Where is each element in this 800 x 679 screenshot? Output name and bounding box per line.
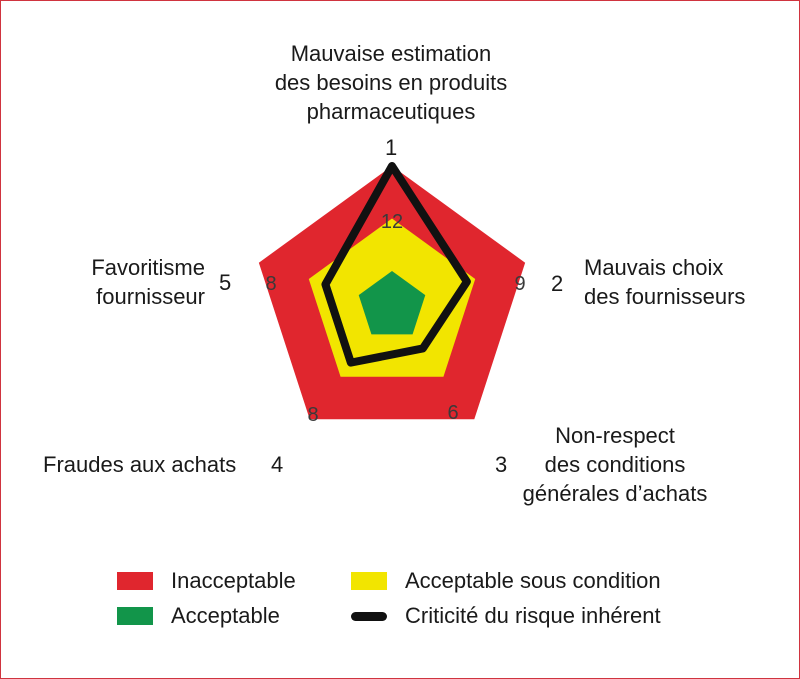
- axis-4-number: 4: [271, 452, 284, 477]
- axis-5-label-line: Favoritisme: [91, 255, 205, 280]
- axis-1-label: Mauvaise estimation des besoins en produ…: [275, 39, 507, 126]
- axis-3-label: Non-respect des conditions générales d’a…: [523, 421, 708, 508]
- axis-5-label-line: fournisseur: [96, 284, 205, 309]
- axis-2-label-line: des fournisseurs: [584, 284, 746, 309]
- axis-2-label-line: Mauvais choix: [584, 255, 724, 280]
- axis-4-label: Fraudes aux achats: [43, 450, 236, 479]
- axis-2-number: 2: [551, 271, 564, 296]
- data-label-2: 9: [514, 273, 525, 295]
- axis-1-label-line: pharmaceutiques: [306, 99, 476, 124]
- axis-5-number: 5: [219, 270, 232, 295]
- axis-4-label-line: Fraudes aux achats: [43, 452, 237, 477]
- axis-2-label: Mauvais choix des fournisseurs: [584, 253, 745, 311]
- axis-1-label-line: des besoins en produits: [274, 70, 508, 95]
- axis-1-label-line: Mauvaise estimation: [290, 41, 492, 66]
- zone-2-polygon: [358, 271, 426, 335]
- data-label-4: 8: [307, 404, 318, 426]
- data-label-1: 12: [381, 211, 403, 233]
- axis-3-number: 3: [495, 452, 508, 477]
- data-label-3: 6: [447, 402, 458, 424]
- axis-3-label-line: Non-respect: [555, 423, 675, 448]
- series-line: [321, 162, 471, 367]
- axis-3-label-line: générales d’achats: [522, 481, 708, 506]
- axis-5-label: Favoritisme fournisseur: [91, 253, 205, 311]
- data-label-5: 8: [265, 273, 276, 295]
- axis-3-label-line: des conditions: [544, 452, 686, 477]
- axis-1-number: 1: [385, 135, 398, 160]
